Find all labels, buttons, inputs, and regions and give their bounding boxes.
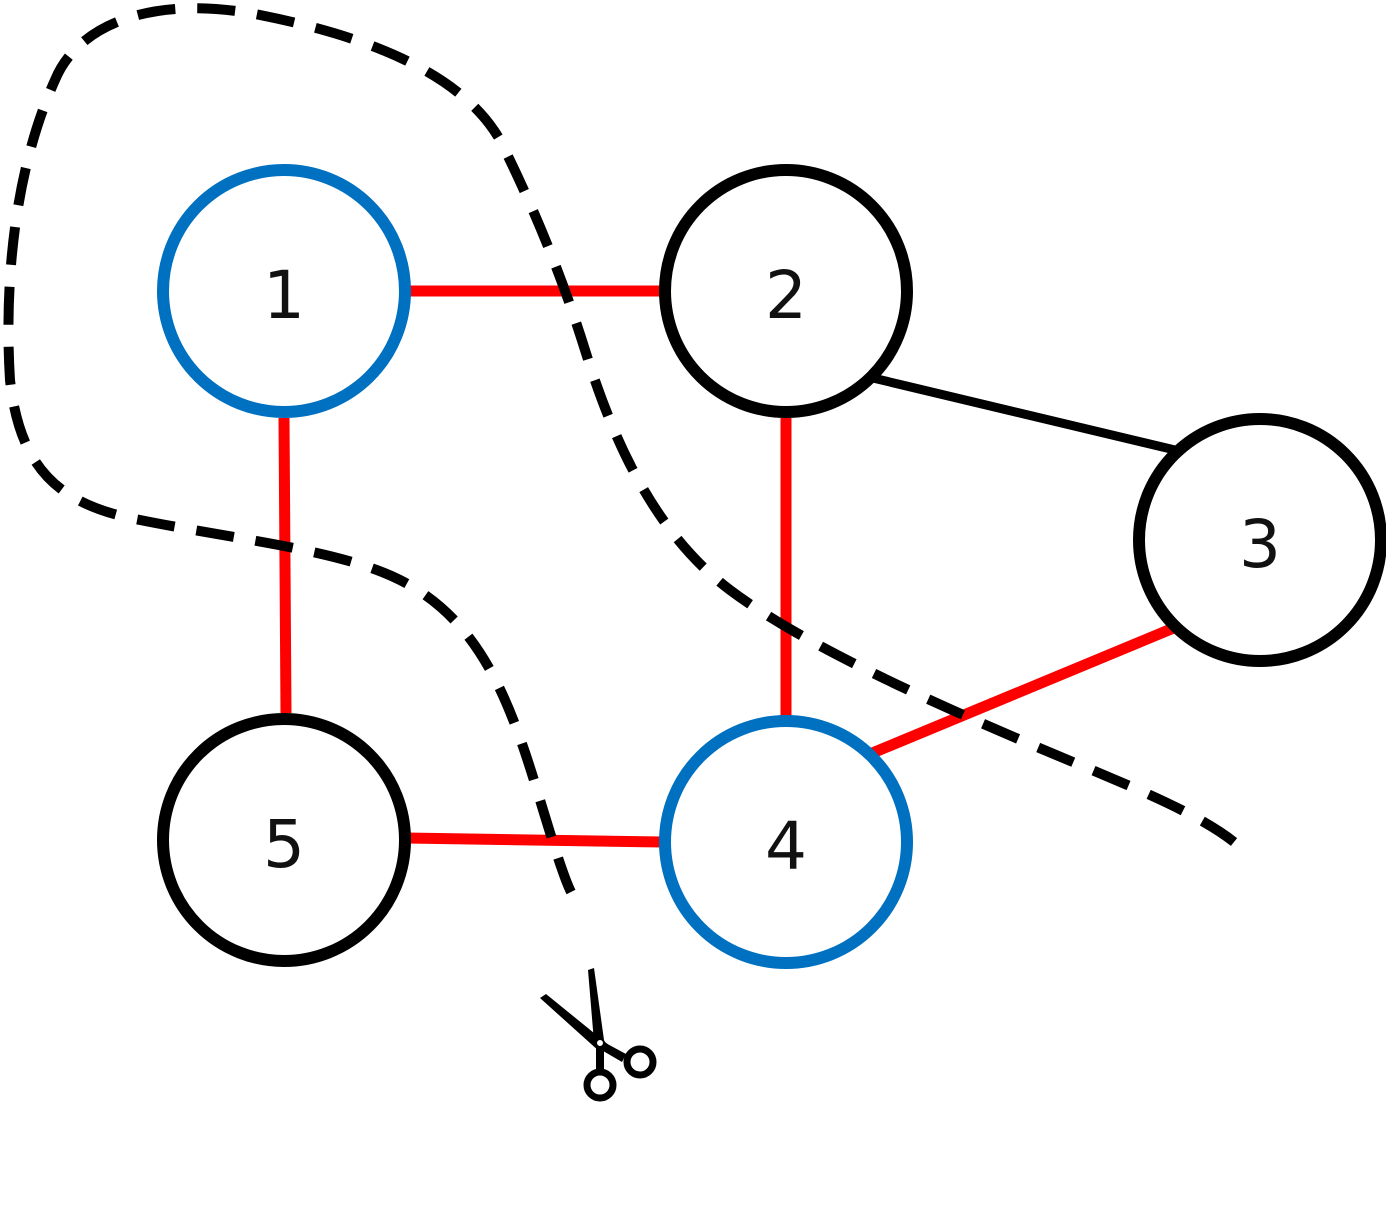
- node-1-circle: [157, 164, 411, 418]
- node-5-label: 5: [263, 806, 305, 883]
- node-5-circle: [157, 713, 411, 967]
- node-2-circle: [659, 164, 913, 418]
- node-5: 5: [157, 713, 411, 967]
- node-1-label: 1: [263, 257, 305, 334]
- edge-3-4: [867, 621, 1179, 760]
- scissors-icon: [540, 968, 657, 1102]
- nodes: 1 2 3 4 5: [157, 164, 1386, 969]
- node-3: 3: [1133, 413, 1386, 667]
- scissors-ring-right: [623, 1045, 657, 1079]
- edges: [278, 285, 1179, 848]
- scissors-ring-left: [583, 1068, 617, 1102]
- scissors-blade-top: [588, 968, 604, 1042]
- node-2: 2: [659, 164, 913, 418]
- node-3-circle: [1133, 413, 1386, 667]
- edge-2-3: [871, 373, 1177, 455]
- scissors-pivot: [595, 1038, 605, 1048]
- cut-lines: [3, 3, 1238, 895]
- node-3-label: 3: [1239, 506, 1281, 583]
- edge-5-4: [405, 832, 664, 848]
- edge-1-5: [278, 417, 292, 714]
- node-2-label: 2: [765, 257, 807, 334]
- scissors-handle-right: [598, 1040, 626, 1062]
- node-1: 1: [157, 164, 411, 418]
- node-4-label: 4: [765, 808, 807, 885]
- node-4: 4: [659, 715, 913, 969]
- scissors-blade-left: [540, 994, 610, 1052]
- node-4-circle: [659, 715, 913, 969]
- cut-line-outer: [3, 3, 1238, 895]
